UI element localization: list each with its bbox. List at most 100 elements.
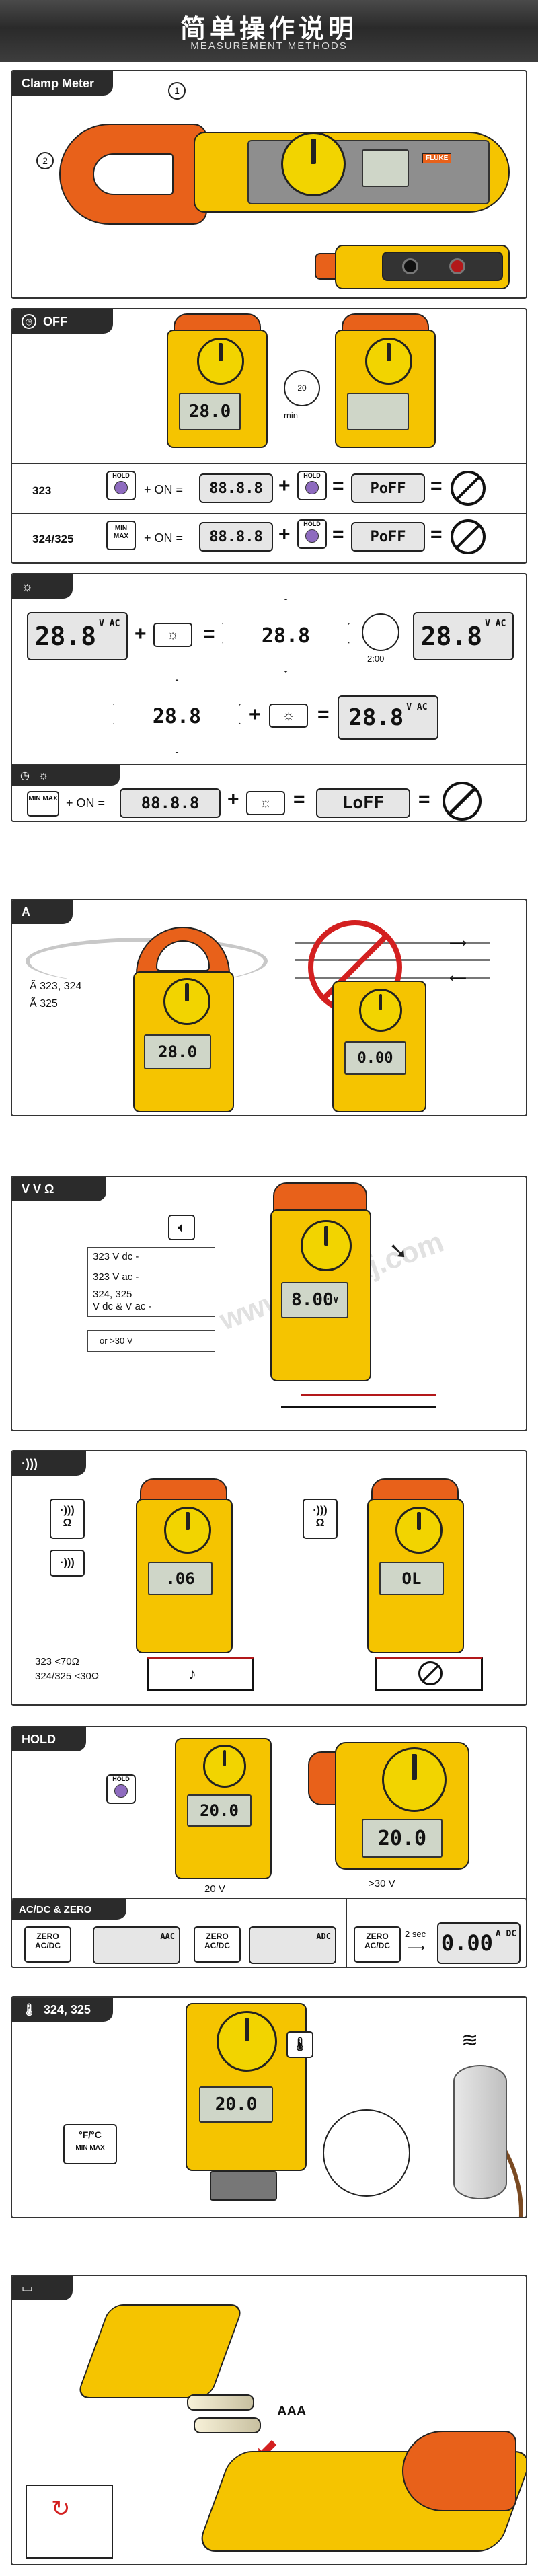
equals-sign: = — [203, 623, 215, 645]
display-value: 88.8.8 — [141, 794, 200, 812]
meter-display: 20.0 — [187, 1794, 252, 1827]
display-value: 20.0 — [215, 2094, 258, 2115]
label-323-vac: 323 V ac - — [93, 1271, 139, 1283]
section-title: V V Ω — [12, 1177, 106, 1201]
section-title-text: ·))) — [22, 1456, 38, 1470]
plus-sign: + — [134, 623, 147, 645]
hold-button: HOLD — [106, 471, 136, 500]
battery-cover — [75, 2304, 245, 2398]
meter-wrong: 0.00 — [328, 981, 429, 1112]
meter-on: 28.0 — [160, 313, 274, 448]
model-text: 325 — [40, 998, 58, 1010]
equals-sign: = — [430, 475, 443, 497]
section-continuity: ·))) ·)))Ω ·))) .06 ·)))Ω OL 323 <70Ω 32… — [11, 1450, 527, 1706]
section-title-text: OFF — [43, 314, 67, 328]
section-hold: HOLD HOLD 20.0 20 V 20.0 >30 V — [11, 1726, 527, 1901]
arrow-left-icon: ⟵ — [449, 971, 467, 985]
thermometer-button-icon: 🌡︎ — [286, 2031, 313, 2058]
section-title-text: 324, 325 — [43, 2002, 91, 2016]
plus-sign: + — [278, 523, 291, 545]
display-unit: V — [333, 1295, 338, 1305]
display-unit: A DC — [495, 1929, 517, 1939]
section-title: HOLD — [12, 1727, 86, 1751]
label-324-325: 324, 325 — [93, 1289, 132, 1300]
section-title-text: AC/DC & ZERO — [19, 1903, 92, 1916]
all-segments-display: 88.8.8 — [120, 788, 221, 818]
rotary-dial — [365, 338, 412, 385]
meter-continuity-1: .06 — [130, 1478, 238, 1653]
display-value: OL — [401, 1569, 422, 1588]
section-title: Clamp Meter — [12, 71, 113, 96]
probe-tip-magnified — [323, 2109, 410, 2197]
display-unit: AAC — [160, 1932, 175, 1941]
display-value: 20.0 — [200, 1801, 239, 1820]
all-segments-display: 88.8.8 — [199, 522, 273, 552]
callout-1: 1 — [168, 82, 186, 100]
meter-off — [328, 313, 443, 448]
rotary-dial — [217, 2011, 277, 2072]
plus-on-text: + ON = — [66, 796, 106, 810]
minmax-label: MIN MAX — [75, 2144, 105, 2152]
acdc-label: AC/DC — [35, 1941, 61, 1951]
red-lead-wire — [301, 1394, 436, 1396]
aaa-battery-2 — [194, 2417, 261, 2433]
continuity-omega-button: ·)))Ω — [303, 1499, 338, 1539]
circuit-open — [375, 1657, 483, 1691]
page-title: 简单操作说明 — [180, 15, 358, 44]
lcd-lit: 28.8 — [249, 616, 323, 655]
thermometer-icon: 🌡︎ — [22, 2002, 37, 2016]
plus-on-text: + ON = — [144, 483, 184, 496]
hold-dot-icon — [305, 529, 319, 543]
clamp-meter-top-view — [315, 242, 516, 292]
display-value: 28.0 — [188, 402, 231, 422]
plus-sign: + — [249, 704, 261, 726]
meter-display: 0.00 — [344, 1041, 406, 1075]
display-value: 28.8 — [420, 621, 483, 651]
conductor-loop — [26, 938, 268, 985]
section-title-text: V V Ω — [22, 1182, 54, 1196]
model-label-325: Ã 325 — [30, 998, 58, 1010]
meter-display: 28.0 — [144, 1034, 211, 1069]
aaa-battery-1 — [187, 2394, 254, 2411]
clamp-jaw — [402, 2431, 516, 2511]
all-segments-display: 88.8.8 — [199, 473, 273, 503]
section-title-text: A — [22, 905, 30, 919]
display-value: 88.8.8 — [209, 528, 263, 545]
display-unit: V AC — [99, 619, 120, 629]
timer-unit: min — [284, 410, 298, 420]
clamp-meter-side-view: FLUKE — [59, 112, 516, 233]
label-vdc-vac: V dc & V ac - — [93, 1301, 152, 1312]
circuit-closed — [147, 1657, 254, 1691]
rotary-dial — [164, 1507, 211, 1554]
screwdriver-inset — [26, 2485, 113, 2559]
page-header: 简单操作说明 MEASUREMENT METHODS — [0, 0, 538, 62]
display-unit: ADC — [316, 1932, 331, 1941]
threshold-323: 323 <70Ω — [35, 1656, 79, 1667]
zero-label: ZERO — [366, 1932, 389, 1941]
timer-icon: 20 — [284, 370, 320, 406]
model-label-323: 323 — [32, 484, 52, 497]
meter-display: .06 — [148, 1562, 213, 1595]
poff-display: PoFF — [351, 473, 425, 503]
hold-dot-icon — [114, 481, 128, 494]
section-voltage: V V Ω www.szcbkj.com 🔈︎ 323 V dc - 323 V… — [11, 1176, 527, 1431]
acdc-label: AC/DC — [364, 1941, 390, 1951]
plus-sign: + — [278, 475, 291, 497]
equals-sign: = — [332, 475, 344, 497]
lcd-lit-2: 28.8 — [140, 697, 214, 736]
meter-hold-2: 20.0 — [308, 1738, 476, 1872]
hold-button: HOLD — [297, 471, 327, 500]
rotary-dial — [203, 1745, 246, 1788]
display-value: 28.8 — [261, 623, 311, 648]
meter-display: 28.0 — [179, 393, 241, 430]
timer-icon — [362, 613, 399, 651]
acdc-label: AC/DC — [204, 1941, 230, 1951]
display-unit: V AC — [406, 702, 428, 712]
loff-display: LoFF — [316, 788, 410, 818]
zero-label: ZERO — [206, 1932, 229, 1941]
